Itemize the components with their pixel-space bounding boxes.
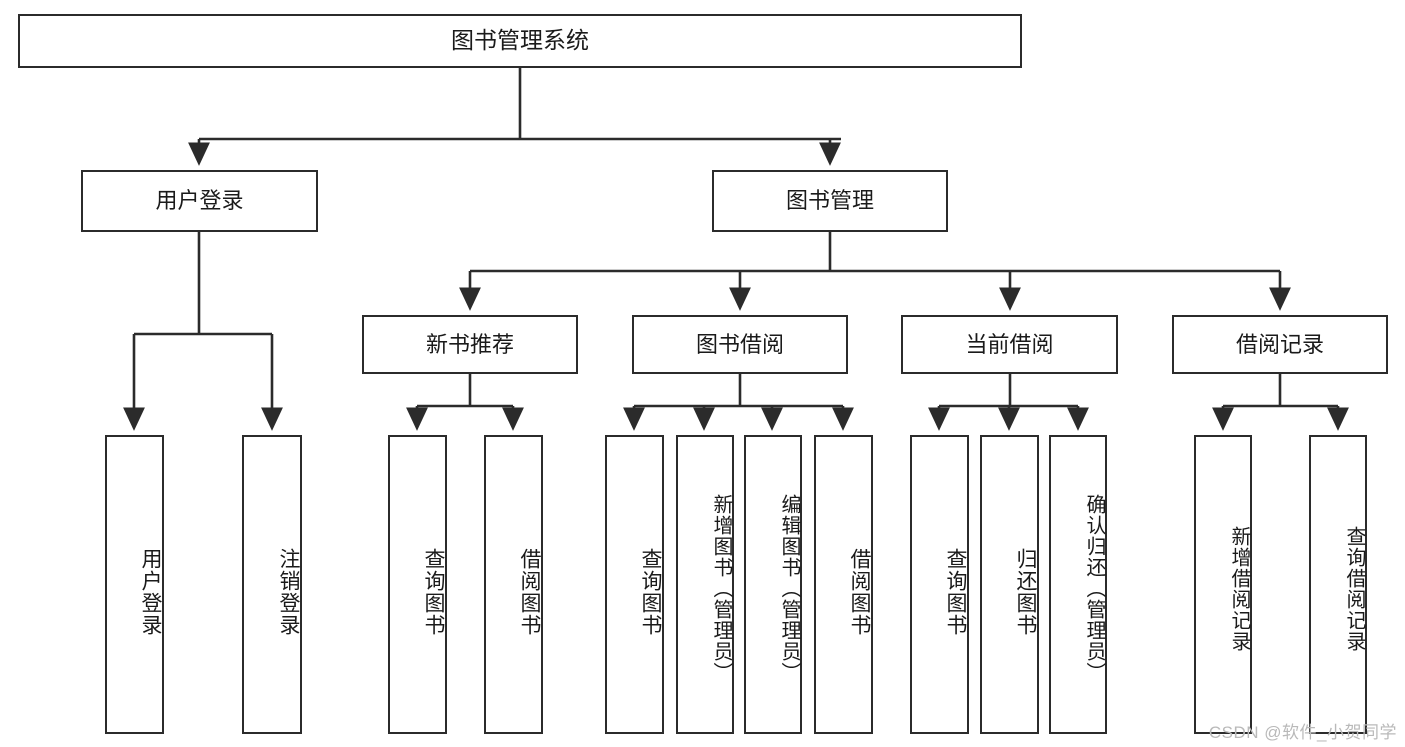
leaf-add-book-admin[interactable]: 新增图书（管理员） xyxy=(676,435,734,734)
leaf-query-borrow-record[interactable]: 查询借阅记录 xyxy=(1309,435,1367,734)
node-book-borrow[interactable]: 图书借阅 xyxy=(632,315,848,374)
leaf-query-books-newbook[interactable]: 查询图书 xyxy=(388,435,447,734)
node-label: 新增借阅记录 xyxy=(1228,525,1250,652)
node-label: 查询图书 xyxy=(944,547,967,636)
node-label: 用户登录 xyxy=(155,188,244,214)
leaf-user-login[interactable]: 用户登录 xyxy=(105,435,164,734)
node-label: 当前借阅 xyxy=(965,331,1054,357)
node-label: 图书管理 xyxy=(785,188,874,214)
node-label: 图书借阅 xyxy=(695,331,784,357)
node-label: 编辑图书（管理员） xyxy=(778,494,800,683)
node-label: 注销登录 xyxy=(277,547,300,636)
leaf-borrow-books-newbook[interactable]: 借阅图书 xyxy=(484,435,543,734)
node-label: 借阅图书 xyxy=(848,547,871,636)
leaf-logout[interactable]: 注销登录 xyxy=(242,435,302,734)
node-root-book-management-system[interactable]: 图书管理系统 xyxy=(18,14,1022,68)
node-label: 查询借阅记录 xyxy=(1343,525,1365,652)
node-new-book-recommend[interactable]: 新书推荐 xyxy=(362,315,578,374)
leaf-query-books-current[interactable]: 查询图书 xyxy=(910,435,969,734)
node-label: 确认归还（管理员） xyxy=(1083,494,1105,683)
node-borrow-record[interactable]: 借阅记录 xyxy=(1172,315,1388,374)
node-label: 用户登录 xyxy=(139,547,162,636)
node-label: 归还图书 xyxy=(1014,547,1037,636)
leaf-add-borrow-record[interactable]: 新增借阅记录 xyxy=(1194,435,1252,734)
node-label: 查询图书 xyxy=(422,547,445,636)
leaf-return-books[interactable]: 归还图书 xyxy=(980,435,1039,734)
node-label: 查询图书 xyxy=(639,547,662,636)
leaf-borrow-books-borrow[interactable]: 借阅图书 xyxy=(814,435,873,734)
node-label: 借阅图书 xyxy=(518,547,541,636)
node-label: 新书推荐 xyxy=(425,331,514,357)
node-label: 图书管理系统 xyxy=(451,27,589,54)
node-current-borrow[interactable]: 当前借阅 xyxy=(901,315,1118,374)
node-label: 借阅记录 xyxy=(1235,331,1324,357)
node-book-management[interactable]: 图书管理 xyxy=(712,170,948,232)
node-label: 新增图书（管理员） xyxy=(710,494,732,683)
leaf-edit-book-admin[interactable]: 编辑图书（管理员） xyxy=(744,435,802,734)
leaf-query-books-borrow[interactable]: 查询图书 xyxy=(605,435,664,734)
node-user-login[interactable]: 用户登录 xyxy=(81,170,318,232)
leaf-confirm-return-admin[interactable]: 确认归还（管理员） xyxy=(1049,435,1107,734)
